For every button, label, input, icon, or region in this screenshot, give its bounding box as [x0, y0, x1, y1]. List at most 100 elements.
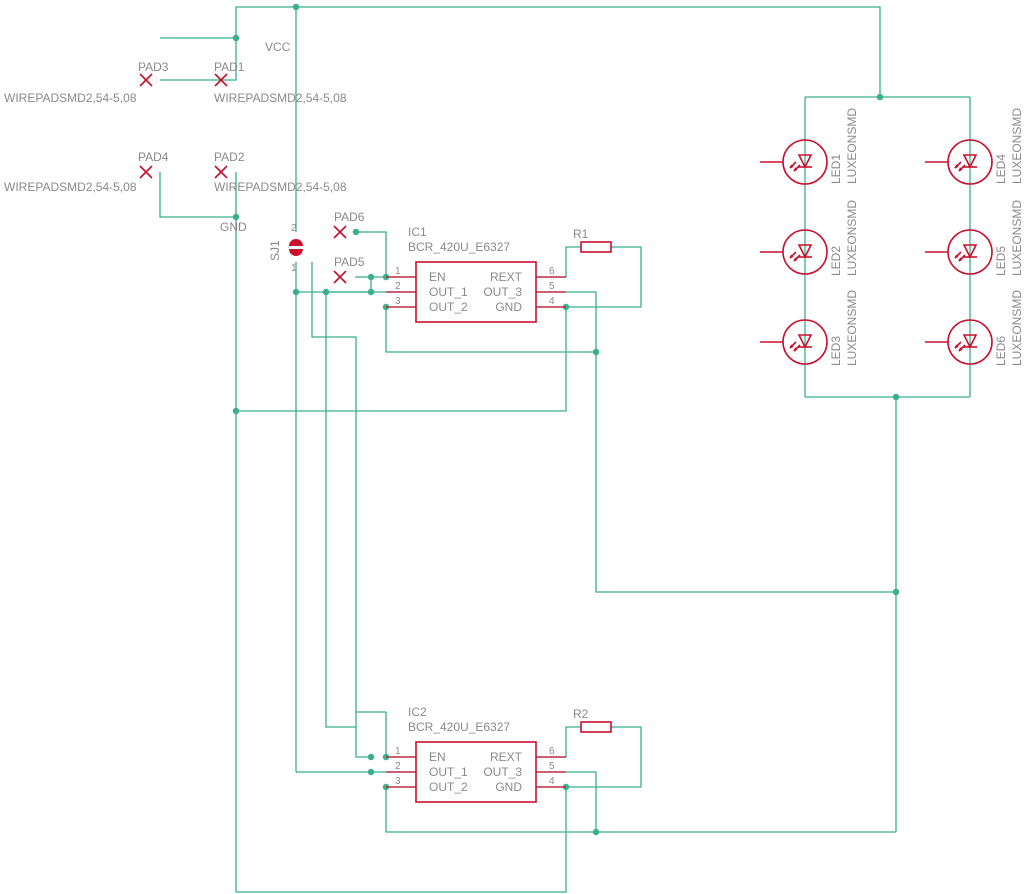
- pad-value: WIREPADSMD2,54-5,08: [4, 91, 137, 105]
- ic-name: IC2: [408, 705, 427, 719]
- resistor-body: [580, 241, 612, 253]
- junction: [232, 213, 240, 221]
- led-value: LUXEONSMD: [845, 108, 859, 184]
- ic-pin-number: 3: [395, 776, 401, 787]
- junction: [367, 768, 375, 776]
- ic-ic1[interactable]: IC1 BCR_420U_E6327 1 2 3 6 5 4 EN OUT_1 …: [386, 225, 566, 323]
- led-symbol: [759, 139, 828, 185]
- wire-pad5-ic2: [325, 277, 372, 728]
- ic-pin-number: 4: [549, 296, 555, 307]
- wire-gnd-ic2: [236, 787, 567, 893]
- pad-name: PAD5: [334, 255, 365, 269]
- jumper-bottom-half: [289, 249, 303, 256]
- jumper-top-half: [289, 239, 303, 246]
- ic-pin-number: 1: [395, 266, 401, 277]
- ic-pin-number: 1: [395, 746, 401, 757]
- ic-pin-number: 2: [395, 761, 401, 772]
- junction: [592, 348, 600, 356]
- junction: [292, 3, 300, 11]
- junction: [367, 288, 375, 296]
- resistor-body: [580, 721, 612, 733]
- junction: [367, 273, 375, 281]
- jumper-sj1[interactable]: 2 1 SJ1: [268, 223, 303, 274]
- wire-out2-ic1: [385, 306, 596, 353]
- pad-pad6[interactable]: PAD6: [333, 210, 365, 239]
- ic-pin-label: EN: [429, 270, 446, 284]
- pad-x-mark: [214, 73, 228, 87]
- ic-pin-label: OUT_2: [429, 300, 468, 314]
- led-led3[interactable]: LED3 LUXEONSMD: [759, 290, 859, 366]
- junction: [367, 753, 375, 761]
- led-value: LUXEONSMD: [1010, 200, 1024, 276]
- jumper-pin-bottom: 1: [291, 263, 297, 274]
- led-symbol: [924, 139, 993, 185]
- led-name: LED4: [994, 154, 1008, 184]
- junction: [322, 288, 330, 296]
- junction: [892, 393, 900, 401]
- pad-value: WIREPADSMD2,54-5,08: [4, 180, 137, 194]
- ic-pin-number: 3: [395, 296, 401, 307]
- ic-ic2[interactable]: IC2 BCR_420U_E6327 1 2 3 6 5 4 EN OUT_1 …: [386, 705, 566, 803]
- net-label-vcc: VCC: [265, 40, 291, 54]
- led-led1[interactable]: LED1 LUXEONSMD: [759, 108, 859, 185]
- junction: [352, 228, 360, 236]
- pad-pad4[interactable]: PAD4 WIREPADSMD2,54-5,08: [4, 150, 169, 194]
- led-name: LED5: [994, 246, 1008, 276]
- ic-pin-label: OUT_3: [483, 285, 522, 299]
- ic-value: BCR_420U_E6327: [408, 240, 510, 254]
- led-symbol: [759, 319, 828, 365]
- wire-r1-gnd: [536, 246, 642, 308]
- led-name: LED1: [829, 154, 843, 184]
- pad-name: PAD6: [334, 210, 365, 224]
- led-led6[interactable]: LED6 LUXEONSMD: [924, 290, 1024, 366]
- resistor-r1[interactable]: R1: [573, 227, 612, 253]
- junction: [232, 34, 240, 42]
- jumper-pin-top: 2: [291, 223, 297, 234]
- led-symbol: [924, 319, 993, 365]
- pad-pad5[interactable]: PAD5: [333, 255, 365, 284]
- pad-name: PAD1: [214, 60, 245, 74]
- junction: [232, 407, 240, 415]
- wire-gnd-pad: [159, 172, 237, 218]
- led-name: LED3: [829, 336, 843, 366]
- ic-name: IC1: [408, 225, 427, 239]
- ic-pin-number: 4: [549, 776, 555, 787]
- ic-pin-label: OUT_2: [429, 780, 468, 794]
- led-symbol: [924, 229, 993, 275]
- ic-pin-label: REXT: [490, 750, 523, 764]
- led-value: LUXEONSMD: [845, 200, 859, 276]
- resistor-name: R2: [573, 707, 589, 721]
- ic-value: BCR_420U_E6327: [408, 720, 510, 734]
- junction: [892, 588, 900, 596]
- led-value: LUXEONSMD: [1010, 290, 1024, 366]
- pad-value: WIREPADSMD2,54-5,08: [214, 91, 347, 105]
- junction: [292, 288, 300, 296]
- ic-pin-number: 2: [395, 281, 401, 292]
- led-name: LED2: [829, 246, 843, 276]
- junction: [876, 93, 884, 101]
- led-led4[interactable]: LED4 LUXEONSMD: [924, 108, 1024, 185]
- pad-name: PAD2: [214, 150, 245, 164]
- ic-pin-label: REXT: [490, 270, 523, 284]
- pad-x-mark: [333, 270, 347, 284]
- ic-pin-number: 5: [549, 761, 555, 772]
- pad-name: PAD3: [138, 60, 169, 74]
- net-label-gnd: GND: [220, 220, 247, 234]
- ic-pin-number: 6: [549, 746, 555, 757]
- ic-pin-label: OUT_3: [483, 765, 522, 779]
- wire-vcc-top: [235, 6, 881, 97]
- pad-pad1[interactable]: PAD1 WIREPADSMD2,54-5,08: [214, 60, 347, 105]
- wire-pad6-ic2: [311, 262, 371, 758]
- ic-pin-number: 5: [549, 281, 555, 292]
- led-led2[interactable]: LED2 LUXEONSMD: [759, 200, 859, 276]
- led-symbol: [759, 229, 828, 275]
- pad-pad2[interactable]: PAD2 WIREPADSMD2,54-5,08: [214, 150, 347, 194]
- pad-pad3[interactable]: PAD3 WIREPADSMD2,54-5,08: [4, 60, 169, 105]
- pad-x-mark: [139, 73, 153, 87]
- pad-x-mark: [333, 225, 347, 239]
- wire-rext2: [536, 726, 581, 758]
- resistor-r2[interactable]: R2: [573, 707, 612, 733]
- wire-rext1: [536, 246, 581, 278]
- led-led5[interactable]: LED5 LUXEONSMD: [924, 200, 1024, 276]
